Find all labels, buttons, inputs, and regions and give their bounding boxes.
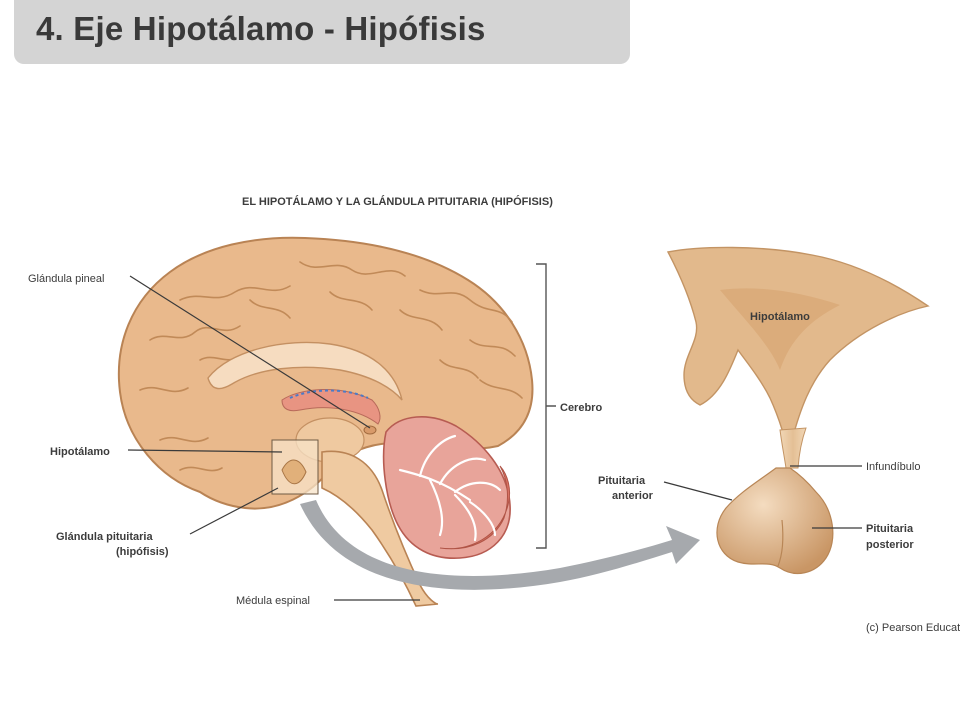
figure-credit: (c) Pearson Education, Inc. xyxy=(866,622,960,634)
label-spinal: Médula espinal xyxy=(236,595,310,607)
slide-title: 4. Eje Hipotálamo - Hipófisis xyxy=(36,10,486,47)
magnify-arrow xyxy=(300,500,700,590)
cerebellum-cortex xyxy=(439,465,511,550)
pineal-gland xyxy=(363,425,377,435)
label-anterior-line2: anterior xyxy=(612,490,654,502)
label-posterior-line1: Pituitaria xyxy=(866,523,914,535)
pituitary-detail xyxy=(666,246,930,575)
brain-illustration xyxy=(117,236,534,607)
brainstem xyxy=(321,450,439,607)
pituitary-gland xyxy=(716,467,834,575)
arbor-vitae xyxy=(398,434,502,542)
label-infundibulum: Infundíbulo xyxy=(866,461,920,473)
infundibulum-stalk xyxy=(779,427,807,469)
label-posterior-line2: posterior xyxy=(866,539,914,551)
label-anterior-line1: Pituitaria xyxy=(598,475,646,487)
label-pituitary-line2: (hipófisis) xyxy=(116,546,169,558)
label-hypothalamus: Hipotálamo xyxy=(50,446,110,458)
label-detail-hypothalamus: Hipotálamo xyxy=(750,311,810,323)
label-cerebrum: Cerebro xyxy=(560,402,602,414)
cerebrum-gyri xyxy=(139,261,523,472)
label-pituitary-line1: Glándula pituitaria xyxy=(56,531,153,543)
figure-heading: EL HIPOTÁLAMO Y LA GLÁNDULA PITUITARIA (… xyxy=(242,195,553,208)
leader-lines xyxy=(127,275,862,601)
label-pineal: Glándula pineal xyxy=(28,273,104,285)
slide-header xyxy=(14,0,630,64)
ventricle xyxy=(281,389,381,425)
cerebrum-bracket xyxy=(536,263,556,549)
corpus-callosum xyxy=(207,341,403,401)
